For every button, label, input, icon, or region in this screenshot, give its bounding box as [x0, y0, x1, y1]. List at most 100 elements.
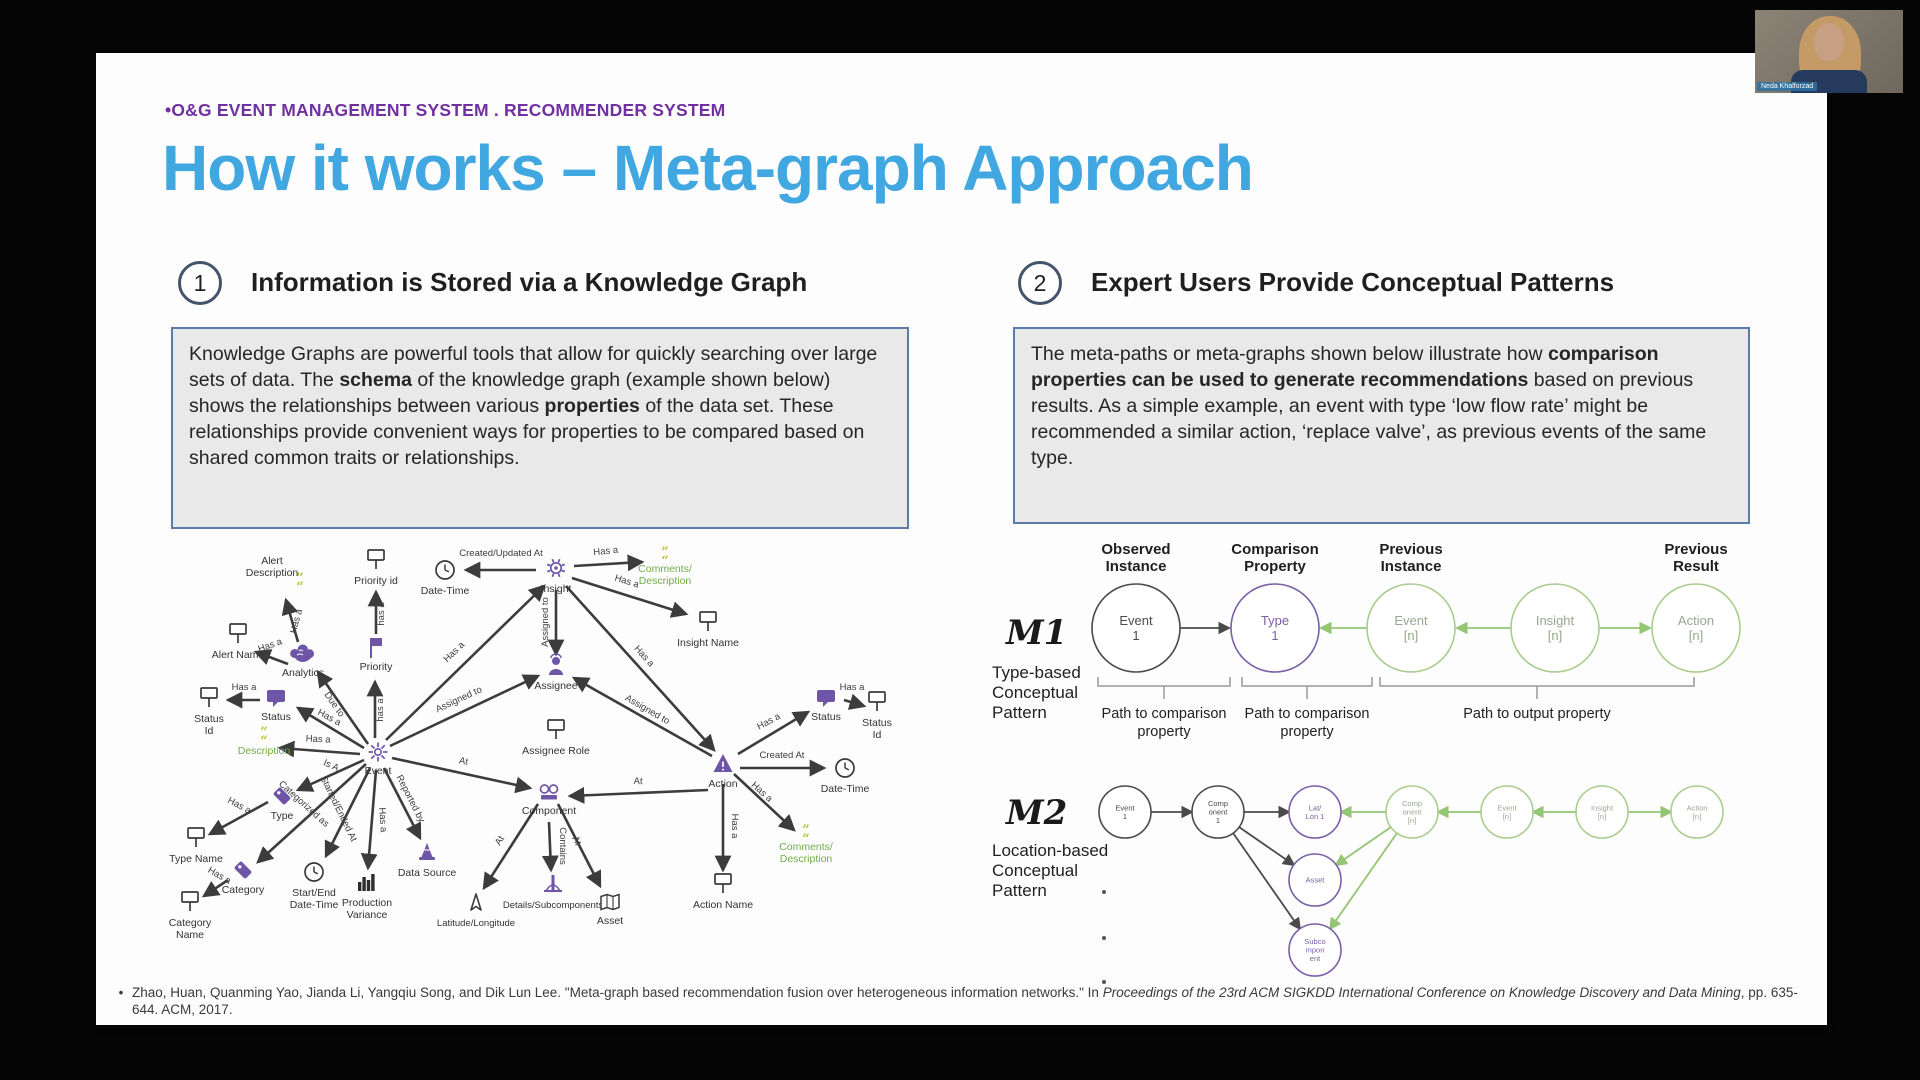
kg-node-status-right: Status — [811, 690, 841, 723]
svg-text:Date-Time: Date-Time — [421, 585, 470, 597]
svg-text:Pattern: Pattern — [992, 881, 1047, 900]
svg-text:Path to comparison: Path to comparison — [1245, 706, 1370, 722]
pattern-m1-type-based: M1Type-basedConceptualPatternObservedIns… — [992, 541, 1741, 740]
kg-edge-20: Reported by — [382, 767, 427, 841]
date-time-right-icon — [835, 758, 855, 778]
svg-text:Has a: Has a — [232, 682, 258, 693]
webcam-overlay[interactable]: Neda Khalforzad — [1755, 10, 1903, 93]
svg-text:Created/Updated At: Created/Updated At — [459, 548, 543, 559]
svg-text:Insight Name: Insight Name — [677, 637, 739, 649]
svg-text:”“: ”“ — [661, 545, 668, 569]
status-left-icon — [267, 690, 285, 707]
svg-text:has a: has a — [375, 698, 386, 722]
svg-text:”“: ”“ — [296, 571, 303, 595]
action-icon — [713, 754, 733, 772]
svg-text:mpon: mpon — [1306, 946, 1325, 955]
svg-text:Has a: Has a — [442, 639, 468, 665]
kg-node-insight-name: Insight Name — [677, 611, 739, 649]
svg-text:”“: ”“ — [802, 823, 809, 847]
svg-text:has a: has a — [376, 602, 387, 626]
webcam-person-face — [1814, 23, 1844, 61]
svg-text:M1: M1 — [1005, 613, 1067, 653]
svg-text:Date-Time: Date-Time — [290, 899, 339, 911]
start-end-date-time-icon — [304, 862, 324, 882]
insight-icon — [546, 558, 566, 578]
svg-text:Pattern: Pattern — [992, 703, 1047, 722]
kg-edge-4: Has a — [573, 545, 645, 572]
kg-edge-26: Assigned to — [571, 676, 713, 758]
citation-footer: • Zhao, Huan, Quanming Yao, Jianda Li, Y… — [110, 984, 1805, 1018]
kg-node-type-name: Type Name — [169, 827, 223, 865]
svg-text:Status: Status — [261, 711, 291, 723]
svg-text:Type Name: Type Name — [169, 853, 223, 865]
svg-text:Created At: Created At — [760, 750, 805, 761]
svg-text:Category: Category — [169, 917, 212, 929]
svg-text:Comp: Comp — [1402, 799, 1422, 808]
svg-text:Id: Id — [873, 729, 882, 741]
comments-top-icon: ”“ — [661, 545, 668, 569]
svg-text:Comments/: Comments/ — [779, 841, 833, 853]
svg-text:Has a: Has a — [840, 682, 866, 693]
kg-node-details-subcomponents: Details/Subcomponents — [503, 875, 604, 911]
latitude-longitude-icon — [470, 893, 482, 911]
svg-text:1: 1 — [1216, 816, 1220, 825]
data-source-icon — [419, 843, 435, 860]
svg-text:Component: Component — [522, 805, 576, 817]
comments-right-icon: ”“ — [802, 823, 809, 847]
svg-text:property: property — [1137, 724, 1191, 740]
kg-edge-3: Created/Updated At — [459, 548, 543, 579]
svg-text:Id: Id — [205, 725, 214, 737]
svg-text:Date-Time: Date-Time — [821, 783, 870, 795]
svg-text:Event: Event — [1394, 613, 1428, 628]
kg-node-category: Category — [222, 861, 265, 896]
category-name-icon — [181, 891, 199, 911]
svg-text:Insight: Insight — [1591, 803, 1614, 812]
kg-node-assignee-role: Assignee Role — [522, 719, 590, 757]
kg-edge-12: Has a — [225, 682, 260, 709]
svg-text:Action: Action — [708, 778, 737, 790]
kg-node-assignee: Assignee — [534, 653, 578, 692]
svg-text:1: 1 — [1271, 628, 1278, 643]
meta-graph-patterns-diagram: M1Type-basedConceptualPatternObservedIns… — [992, 541, 1741, 984]
svg-text:Description: Description — [780, 853, 833, 865]
svg-text:Type-based: Type-based — [992, 663, 1081, 682]
assignee-role-icon — [547, 719, 565, 739]
status-id-left-icon — [200, 687, 218, 707]
svg-text:Has a: Has a — [376, 807, 389, 833]
svg-text:Details/Subcomponents: Details/Subcomponents — [503, 900, 604, 911]
citation-text: Zhao, Huan, Quanming Yao, Jianda Li, Yan… — [132, 985, 1798, 1017]
alert-name-icon — [229, 623, 247, 643]
svg-text:At: At — [569, 834, 583, 847]
svg-text:Event: Event — [1115, 803, 1135, 812]
svg-text:onent: onent — [1403, 808, 1423, 817]
pattern-m2-location-based: M2Location-basedConceptualPatternEvent1C… — [992, 785, 1724, 984]
svg-text:Result: Result — [1673, 558, 1719, 575]
kg-edge-29: Has a — [840, 682, 867, 710]
kg-edge-21: At — [391, 755, 533, 794]
svg-text:Event: Event — [1497, 803, 1517, 812]
svg-text:1: 1 — [1123, 812, 1127, 821]
svg-text:Insight: Insight — [541, 583, 572, 595]
svg-text:Instance: Instance — [1381, 558, 1442, 575]
svg-text:Has a: Has a — [305, 733, 331, 745]
svg-text:Instance: Instance — [1106, 558, 1167, 575]
production-variance-icon — [358, 874, 375, 891]
kg-edge-22: Assigned to — [389, 674, 541, 748]
svg-text:Analytics: Analytics — [282, 667, 324, 679]
kg-node-status-left: Status — [261, 690, 291, 723]
event-icon — [368, 742, 388, 762]
kg-edge-30: Created At — [740, 750, 827, 777]
section-2-number-label: 2 — [1033, 269, 1047, 296]
svg-text:Property: Property — [1244, 558, 1306, 575]
status-right-icon — [817, 690, 835, 707]
kg-edge-1: Has a — [281, 597, 305, 643]
kg-edge-9: Due to — [316, 669, 370, 745]
svg-text:At: At — [633, 776, 643, 787]
kg-edge-15: Has a — [207, 795, 269, 836]
kg-node-component: Component — [522, 784, 576, 817]
kg-edge-28: Has a — [737, 710, 811, 756]
svg-text:Priority: Priority — [360, 661, 393, 673]
svg-text:Lat/: Lat/ — [1309, 803, 1322, 812]
